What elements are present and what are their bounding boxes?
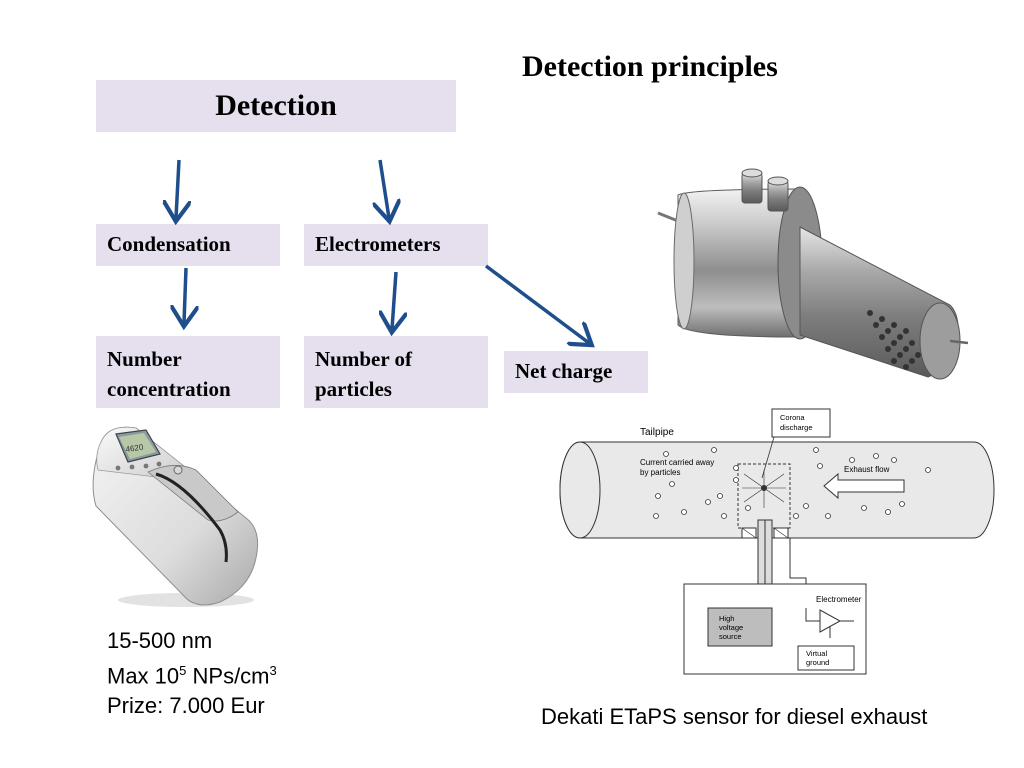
number-concentration-box: Number concentration [96, 336, 280, 408]
page-title: Detection principles [522, 50, 778, 83]
etaps-sensor-image [657, 168, 969, 380]
net-charge-box: Net charge [504, 351, 648, 393]
condensation-box: Condensation [96, 224, 280, 266]
electrometers-box: Electrometers [304, 224, 488, 266]
arrow-electrometers-netcharge [484, 264, 589, 343]
number-concentration-line2: concentration [107, 377, 231, 401]
sensor-perforation [867, 310, 921, 370]
svg-text:Corona: Corona [780, 413, 805, 422]
tailpipe-shape [559, 441, 995, 539]
tailpipe-label: Tailpipe [640, 427, 674, 438]
device-button-3 [143, 463, 149, 469]
particles [653, 447, 931, 519]
device-button-1 [115, 465, 121, 471]
number-of-particles-box: Number of particles [304, 336, 488, 408]
arrow-electrometers-particles [392, 271, 396, 329]
sensor-schematic-diagram: Tailpipe Corona discharge Current carrie… [559, 408, 995, 675]
svg-text:source: source [719, 632, 742, 641]
exhaust-flow-arrow [823, 472, 905, 500]
svg-text:by particles: by particles [640, 468, 680, 477]
detection-box: Detection [96, 80, 456, 132]
arrow-detection-condensation [176, 159, 179, 218]
detection-label: Detection [215, 89, 337, 122]
number-of-particles-line1: Number of [315, 347, 413, 371]
condensation-label: Condensation [107, 232, 231, 256]
high-voltage-source-box [707, 607, 773, 647]
device-specs: 15-500 nm Max 105 NPs/cm3 Prize: 7.000 E… [107, 626, 277, 721]
sensor-caption: Dekati ETaPS sensor for diesel exhaust [541, 704, 928, 729]
number-of-particles-line2: particles [315, 377, 392, 401]
device-display-reading: 4620 [125, 443, 144, 454]
current-carried-label: Current carried away [640, 458, 714, 467]
spec-max-concentration: Max 105 NPs/cm3 [107, 663, 277, 689]
svg-text:discharge: discharge [780, 423, 813, 432]
number-concentration-line1: Number [107, 347, 182, 371]
electrometer-label: Electrometer [816, 595, 862, 604]
particle-counter-device-image: 4620 [92, 426, 259, 607]
svg-text:ground: ground [806, 658, 829, 667]
svg-text:voltage: voltage [719, 623, 743, 632]
net-charge-label: Net charge [515, 359, 613, 383]
spec-price: Prize: 7.000 Eur [107, 693, 265, 719]
device-button-2 [129, 464, 135, 470]
corona-discharge-box [771, 408, 831, 438]
electrometers-label: Electrometers [315, 232, 441, 256]
arrow-detection-electrometers [380, 159, 389, 218]
exhaust-flow-label: Exhaust flow [844, 465, 890, 474]
svg-text:Virtual: Virtual [806, 649, 827, 658]
device-button-4 [156, 461, 162, 467]
virtual-ground-box [797, 645, 855, 671]
arrow-condensation-number [184, 267, 186, 323]
svg-text:High: High [719, 614, 734, 623]
spec-range: 15-500 nm [107, 628, 213, 653]
